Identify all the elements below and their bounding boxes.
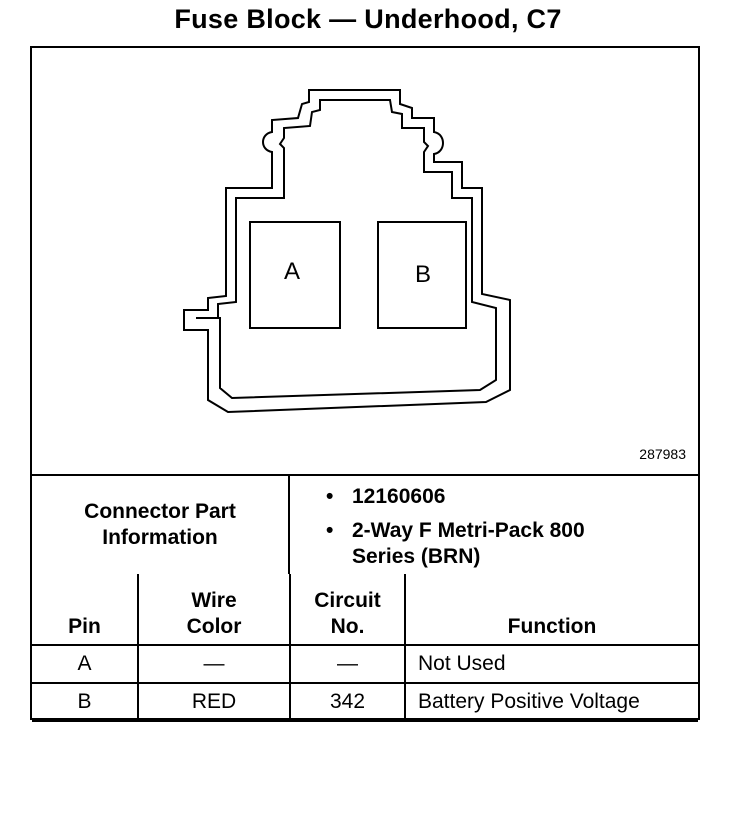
- bullet-icon: •: [326, 519, 334, 542]
- header-function: Function: [404, 574, 698, 646]
- connector-housing-inner: [196, 99, 497, 400]
- part-number: 12160606: [352, 485, 446, 508]
- cell-circuit-no: 342: [289, 682, 406, 722]
- pin-table-header: Pin Wire Color Circuit No. Function: [32, 574, 698, 646]
- bullet-icon: •: [326, 485, 334, 508]
- cell-pin: B: [32, 682, 139, 722]
- cavity-a: [249, 221, 341, 329]
- cell-pin: A: [32, 644, 139, 684]
- diagram-reference-number: 287983: [639, 446, 686, 462]
- connector-type: 2-Way F Metri-Pack 800 Series (BRN): [352, 519, 585, 568]
- cell-function: Battery Positive Voltage: [404, 682, 698, 722]
- table-row: B RED 342 Battery Positive Voltage: [32, 682, 698, 722]
- pin-label-b: B: [415, 261, 432, 288]
- table-row: A — — Not Used: [32, 644, 698, 684]
- page-title: Fuse Block — Underhood, C7: [174, 4, 562, 34]
- connector-outline: [183, 89, 511, 414]
- pin-label-a: A: [284, 258, 301, 285]
- connector-frame: A B 287983 Connector Part Information • …: [30, 46, 700, 722]
- cavity-b: [377, 221, 467, 329]
- cell-function: Not Used: [404, 644, 698, 684]
- cell-wire-color: RED: [137, 682, 291, 722]
- connector-part-info: Connector Part Information • 12160606 • …: [32, 474, 698, 574]
- connector-part-info-label: Connector Part Information: [32, 476, 290, 574]
- pin-table: Pin Wire Color Circuit No. Function A — …: [32, 574, 698, 722]
- connector-face-diagram: A B 287983: [32, 48, 698, 474]
- connector-housing-outer: [183, 89, 511, 414]
- header-wire-color: Wire Color: [137, 574, 291, 646]
- header-circuit-no: Circuit No.: [289, 574, 406, 646]
- header-pin: Pin: [32, 574, 139, 646]
- cell-wire-color: —: [137, 644, 291, 684]
- cell-circuit-no: —: [289, 644, 406, 684]
- connector-part-info-values: • 12160606 • 2-Way F Metri-Pack 800 Seri…: [290, 476, 698, 574]
